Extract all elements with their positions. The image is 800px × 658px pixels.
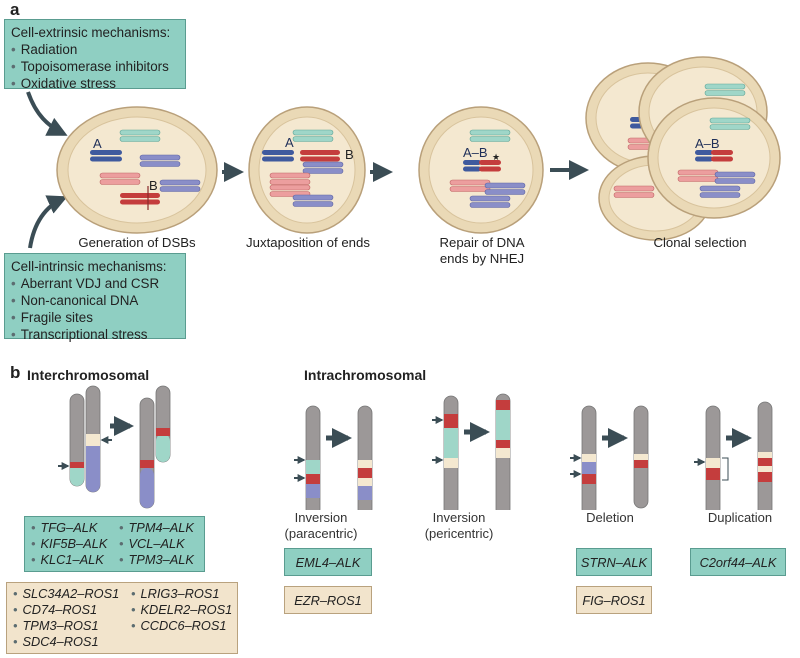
panel-a-diagram: A B A B A–B ★ (26, 56, 781, 249)
panel-b-diagram (58, 385, 773, 510)
paracentric-after (357, 405, 373, 510)
panel-a-label: a (10, 0, 20, 19)
paracentric-alk-box: EML4–ALK (284, 548, 372, 576)
gene-fusion: KDELR2–ROS1 (131, 602, 232, 618)
intrinsic-mechanisms-box: Cell-intrinsic mechanisms: Aberrant VDJ … (4, 253, 186, 342)
caption-duplication: Duplication (692, 510, 788, 526)
caption-line: Inversion (432, 510, 486, 525)
inter-result-chromosome-2 (155, 385, 171, 463)
extrinsic-item: Radiation (11, 41, 179, 58)
step-label: Generation of DSBs (78, 235, 196, 250)
extrinsic-mechanisms-box: Cell-extrinsic mechanisms: Radiation Top… (4, 19, 186, 92)
cell-dsb (56, 106, 218, 234)
step-label: Clonal selection (653, 235, 747, 250)
caption-line: Duplication (707, 510, 773, 525)
deletion-alk-box: STRN–ALK (576, 548, 652, 576)
interchromosomal-title: Interchromosomal (27, 367, 150, 383)
duplication-after (757, 401, 773, 510)
caption-line: Deletion (586, 510, 634, 525)
intrinsic-item: Transcriptional stress (11, 326, 179, 343)
gene-fusion: CD74–ROS1 (13, 602, 119, 618)
extrinsic-item: Oxidative stress (11, 75, 179, 92)
deletion-after (633, 405, 649, 509)
gene-fusion: SDC4–ROS1 (13, 634, 119, 650)
intrachromosomal-title: Intrachromosomal (304, 367, 427, 383)
step-label: Repair of DNA ends by NHEJ (439, 235, 525, 266)
label-b: B (345, 147, 354, 162)
label-a: A (285, 135, 294, 150)
paracentric-before (305, 405, 321, 510)
gene-fusion: KIF5B–ALK (31, 536, 107, 552)
duplication-alk-box: C2orf44–ALK (690, 548, 786, 576)
caption-line: (paracentric) (284, 526, 358, 541)
gene-fusion: SLC34A2–ROS1 (13, 586, 119, 602)
panel-b-label: b (10, 363, 21, 382)
caption-paracentric: Inversion (paracentric) (276, 510, 366, 542)
gene-fusion: LRIG3–ROS1 (131, 586, 232, 602)
inter-alk-box: TFG–ALK KIF5B–ALK KLC1–ALK TPM4–ALK VCL–… (24, 516, 205, 572)
gene-fusion: TPM3–ROS1 (13, 618, 119, 634)
intrinsic-arrow (28, 195, 68, 249)
intrinsic-item: Aberrant VDJ and CSR (11, 275, 179, 292)
paracentric-ros-box: EZR–ROS1 (284, 586, 372, 614)
intrinsic-title: Cell-intrinsic mechanisms: (11, 259, 167, 274)
label-a: A (93, 136, 102, 151)
pericentric-before (443, 395, 459, 510)
star-icon: ★ (492, 152, 500, 162)
step-label: Juxtaposition of ends (246, 235, 370, 250)
inter-chromosome-1 (69, 393, 85, 487)
caption-line: Inversion (294, 510, 348, 525)
extrinsic-arrow (26, 91, 68, 136)
label-ab: A–B (463, 145, 488, 160)
gene-fusion: TFG–ALK (31, 520, 107, 536)
deletion-before (581, 405, 597, 510)
inter-chromosome-2 (85, 385, 101, 493)
gene-fusion: VCL–ALK (119, 536, 194, 552)
cell-juxtaposition (248, 106, 366, 234)
intrinsic-item: Fragile sites (11, 309, 179, 326)
pericentric-after (495, 393, 511, 510)
duplication-bracket (722, 457, 729, 481)
cell-clonal-front (647, 97, 781, 219)
gene-fusion: KLC1–ALK (31, 552, 107, 568)
label-b: B (149, 178, 158, 193)
caption-deletion: Deletion (570, 510, 650, 526)
extrinsic-title: Cell-extrinsic mechanisms: (11, 25, 171, 40)
intrinsic-item: Non-canonical DNA (11, 292, 179, 309)
caption-line: (pericentric) (424, 526, 494, 541)
label-ab: A–B (695, 136, 720, 151)
inter-ros-box: SLC34A2–ROS1 CD74–ROS1 TPM3–ROS1 SDC4–RO… (6, 582, 238, 654)
caption-pericentric: Inversion (pericentric) (414, 510, 504, 542)
gene-fusion: TPM3–ALK (119, 552, 193, 568)
cell-repair (418, 106, 544, 234)
gene-fusion: TPM4–ALK (119, 520, 193, 536)
deletion-ros-box: FIG–ROS1 (576, 586, 652, 614)
inter-result-chromosome-1 (139, 397, 155, 509)
duplication-before (705, 405, 721, 510)
gene-fusion: CCDC6–ROS1 (131, 618, 232, 634)
extrinsic-item: Topoisomerase inhibitors (11, 58, 179, 75)
